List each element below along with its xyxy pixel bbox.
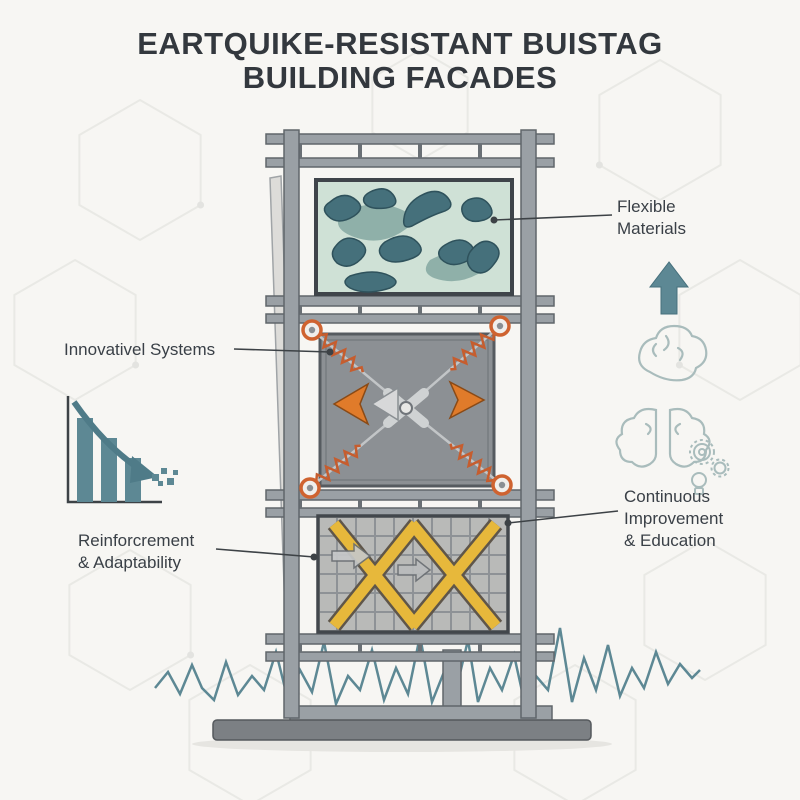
- label-line: Improvement: [624, 509, 724, 528]
- brain-icon: [638, 324, 708, 382]
- anchor-rings: [299, 315, 513, 499]
- frame-beams: [265, 133, 555, 662]
- yellow-x-braces: [327, 518, 503, 632]
- ground-base: [192, 649, 612, 752]
- leader-flexible: [493, 214, 613, 221]
- label-flexible-materials: Flexible Materials: [617, 196, 686, 240]
- building-frame: [265, 129, 555, 719]
- leader-lines: [215, 214, 619, 561]
- decline-arrow: [71, 400, 140, 471]
- hex-pattern: [13, 48, 800, 800]
- label-continuous-improvement: Continuous Improvement & Education: [624, 486, 723, 552]
- label-line: Continuous: [624, 487, 711, 506]
- gear-icon: [689, 439, 730, 478]
- bar-2: [101, 438, 117, 502]
- left-column: [283, 129, 300, 719]
- label-line: Reinforcrement: [78, 531, 195, 550]
- title-line-1: EARTQUIKE-RESISTANT BUISTAG: [137, 26, 663, 61]
- flexible-blobs: [323, 188, 500, 293]
- seismic-wave-icon: [154, 627, 701, 709]
- brace-panel: [316, 514, 510, 634]
- label-innovative-systems: Innovativel Systems: [64, 339, 215, 361]
- bar-1: [77, 418, 93, 502]
- up-arrow-icon: [648, 261, 690, 315]
- flexible-materials-panel: [314, 178, 514, 296]
- ground-bar: [212, 719, 592, 741]
- bar-chart-decline-icon: [66, 396, 178, 504]
- label-line: Materials: [617, 219, 686, 238]
- right-column: [520, 129, 537, 719]
- split-brain-icon: [615, 407, 711, 468]
- beam-ticks: [298, 144, 482, 652]
- label-line: Innovativel Systems: [64, 340, 216, 359]
- label-reinforcement-adaptability: Reinforcrement & Adaptability: [78, 530, 194, 574]
- lightbulb-icon: [691, 472, 707, 495]
- gray-arrow-brace-2: [397, 557, 432, 583]
- gray-arrow-left: [370, 386, 399, 422]
- title-line-2: BUILDING FACADES: [242, 60, 558, 95]
- damper-springs: [314, 331, 496, 483]
- gray-arrow-brace-1: [331, 542, 372, 570]
- leader-continuous: [507, 510, 619, 524]
- orange-arrow-right: [448, 380, 486, 420]
- damper-panel: [299, 315, 513, 499]
- leader-reinforcement: [215, 548, 315, 558]
- leader-innovative: [233, 348, 331, 353]
- label-line: & Adaptability: [78, 553, 182, 572]
- label-line: & Education: [624, 531, 716, 550]
- crumble-fragments: [152, 468, 178, 486]
- label-line: Flexible: [617, 197, 676, 216]
- orange-arrow-left: [332, 382, 370, 426]
